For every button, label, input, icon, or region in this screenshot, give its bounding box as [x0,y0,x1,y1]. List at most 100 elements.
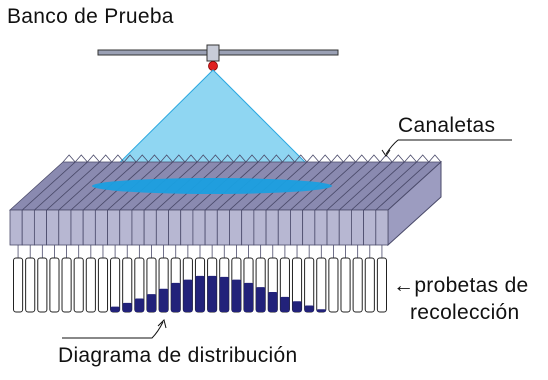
annotation-arrows [62,139,512,339]
tube [13,257,24,313]
channel-front [155,209,169,246]
tube [25,257,36,313]
diagrama-arrowhead [157,319,167,329]
tube [328,257,339,313]
channel-tooth [428,154,442,163]
probetas-label-line2: recolección [410,301,520,324]
channel-tooth [294,154,308,163]
tube-fill [183,279,193,312]
tube [364,257,375,313]
channel-front [229,209,243,246]
channel-tooth [172,154,186,163]
tube-fill [134,298,144,312]
canaletas-leader [385,139,399,155]
channel-tooth [184,154,198,163]
channel-tooth [367,154,381,163]
tube [61,257,72,313]
tube-fill [146,294,157,312]
channel-front [46,209,60,246]
channel-tooth [257,154,271,163]
probetas-label-text: probetas de [414,274,529,297]
channel-front [204,209,218,246]
channel-tooth [355,154,369,163]
tube-fill [110,306,120,312]
channel-front [58,209,72,246]
channel-front [192,209,206,246]
channel-front [82,209,96,246]
channel-front [302,209,316,246]
channel-tooth [233,154,247,163]
tube-fill [171,282,181,312]
tube [304,257,315,313]
tube-fill [316,309,326,312]
channel-front [33,209,47,246]
tube-fill [231,279,241,312]
nozzle-body [206,44,220,62]
tube-fill [219,276,229,312]
tube-fill [280,296,290,312]
channel-front [70,209,84,246]
tube-fill [268,292,278,312]
channel-front [119,209,133,246]
tube [49,257,60,313]
channel-tooth [160,154,174,163]
channel-tooth [245,154,259,163]
channel-front [216,209,230,246]
channel-tooth [74,154,88,163]
tube [110,257,121,313]
channel-tooth [269,154,283,163]
channel-tooth [87,154,100,163]
channel-array [8,154,443,247]
channel-front [265,209,279,246]
channel-front [107,209,121,246]
sprinkler-bar [97,44,339,71]
diagrama-leader [62,321,164,339]
channel-front [375,209,389,246]
channel-tooth [62,154,76,163]
tube [37,257,48,313]
channel-front [9,209,23,246]
tube [340,257,351,313]
channel-front [363,209,377,246]
channel-front [277,209,291,246]
tube-fill [304,305,314,312]
channel-tooth [123,154,137,163]
channel-front [253,209,267,246]
tube [352,257,363,313]
tube [316,257,327,313]
channel-tooth [99,154,113,163]
channel-front [290,209,304,246]
tube-fill [256,287,266,312]
tube-fill [292,301,302,312]
channel-tooth [148,154,161,163]
tube-fill [207,275,217,312]
channel-front [326,209,340,246]
tube-fill [195,275,205,312]
page-title: Banco de Prueba [7,5,174,28]
channel-front [131,209,145,246]
channel-tooth [221,154,235,163]
channel-tooth [111,154,125,163]
tube-fill [159,288,169,312]
canaletas-arrowhead [381,149,391,157]
channel-front [241,209,255,246]
collection-tubes [13,245,388,313]
diagrama-label: Diagrama de distribución [58,344,298,367]
channel-tooth [343,154,356,163]
left-arrow-icon: ← [393,274,415,297]
tube [73,257,84,313]
tube [97,257,109,313]
channel-tooth [416,154,430,163]
channel-front [180,209,194,246]
channel-tooth [306,154,320,163]
channel-tooth [209,154,222,163]
water-ellipse [92,178,332,194]
channel-tooth [196,154,210,163]
channel-front [168,209,182,246]
canaletas-label: Canaletas [398,114,496,137]
channel-front [94,209,108,246]
channel-front [338,209,352,246]
nozzle-tip-icon [208,61,218,71]
